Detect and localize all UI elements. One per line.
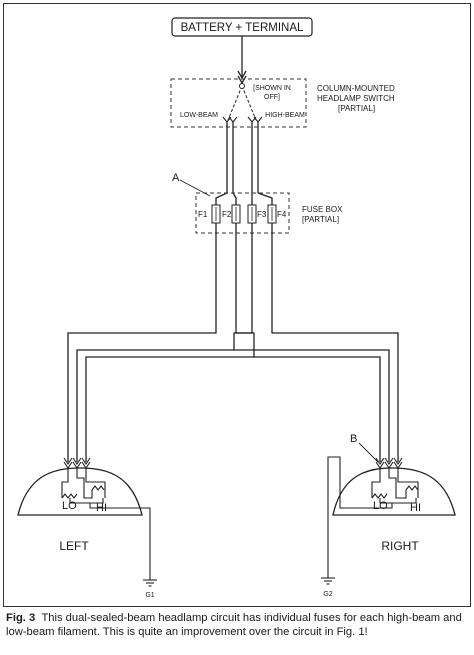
switch-label-line1: COLUMN-MOUNTED (317, 84, 395, 93)
switch-contacts (222, 116, 263, 123)
ground-g2-symbol (321, 577, 335, 585)
callout-b-leader (358, 442, 379, 463)
battery-terminal-label: BATTERY + TERMINAL (181, 22, 304, 34)
right-lo-label: LO (373, 500, 388, 512)
switch-label-line2: HEADLAMP SWITCH (317, 94, 395, 103)
right-lamp-filaments (327, 456, 419, 578)
right-hi-label: HI (410, 502, 421, 514)
right-lamp-name: RIGHT (381, 539, 419, 553)
fuse-f1-label: F1 (198, 210, 208, 219)
diagram-border (3, 3, 471, 607)
figure-number: Fig. 3 (6, 612, 36, 624)
left-lamp-filaments (61, 468, 151, 580)
switch-note-line2: OFF] (264, 94, 280, 101)
left-lamp-name: LEFT (59, 539, 89, 553)
high-beam-label: HIGH-BEAM (265, 112, 305, 119)
left-hi-label: HI (96, 502, 107, 514)
ground-g1-label: G1 (145, 592, 154, 599)
ground-g2-label: G2 (323, 591, 332, 598)
switch-blades (227, 85, 257, 121)
left-headlamp-housing (17, 467, 143, 516)
fuse-f4-label: F4 (277, 210, 287, 219)
fuse-box-label-line2: [PARTIAL] (302, 215, 339, 224)
switch-pivot (239, 83, 245, 89)
fuse-to-lamp-wires (67, 223, 399, 462)
switch-to-fusebox-wires (215, 122, 273, 205)
ground-g1-symbol (143, 579, 157, 587)
switch-note-line1: [SHOWN IN (253, 85, 291, 92)
low-beam-label: LOW-BEAM (180, 112, 218, 119)
figure-caption: Fig. 3 This dual-sealed-beam headlamp ci… (6, 611, 468, 639)
left-lo-label: LO (62, 500, 77, 512)
fuse-f3-label: F3 (257, 210, 267, 219)
right-headlamp-housing (332, 467, 456, 516)
battery-feed-wire (237, 36, 247, 85)
fuse-box-label-line1: FUSE BOX (302, 205, 343, 214)
callout-a: A (172, 172, 180, 184)
switch-label-line3: [PARTIAL] (338, 104, 375, 113)
fuse-box (195, 192, 290, 234)
figure-caption-text: This dual-sealed-beam headlamp circuit h… (6, 612, 462, 638)
fuse-elements (215, 207, 273, 221)
fuse-f2-label: F2 (222, 210, 232, 219)
callout-b: B (350, 433, 357, 445)
callout-a-leader (179, 179, 211, 197)
